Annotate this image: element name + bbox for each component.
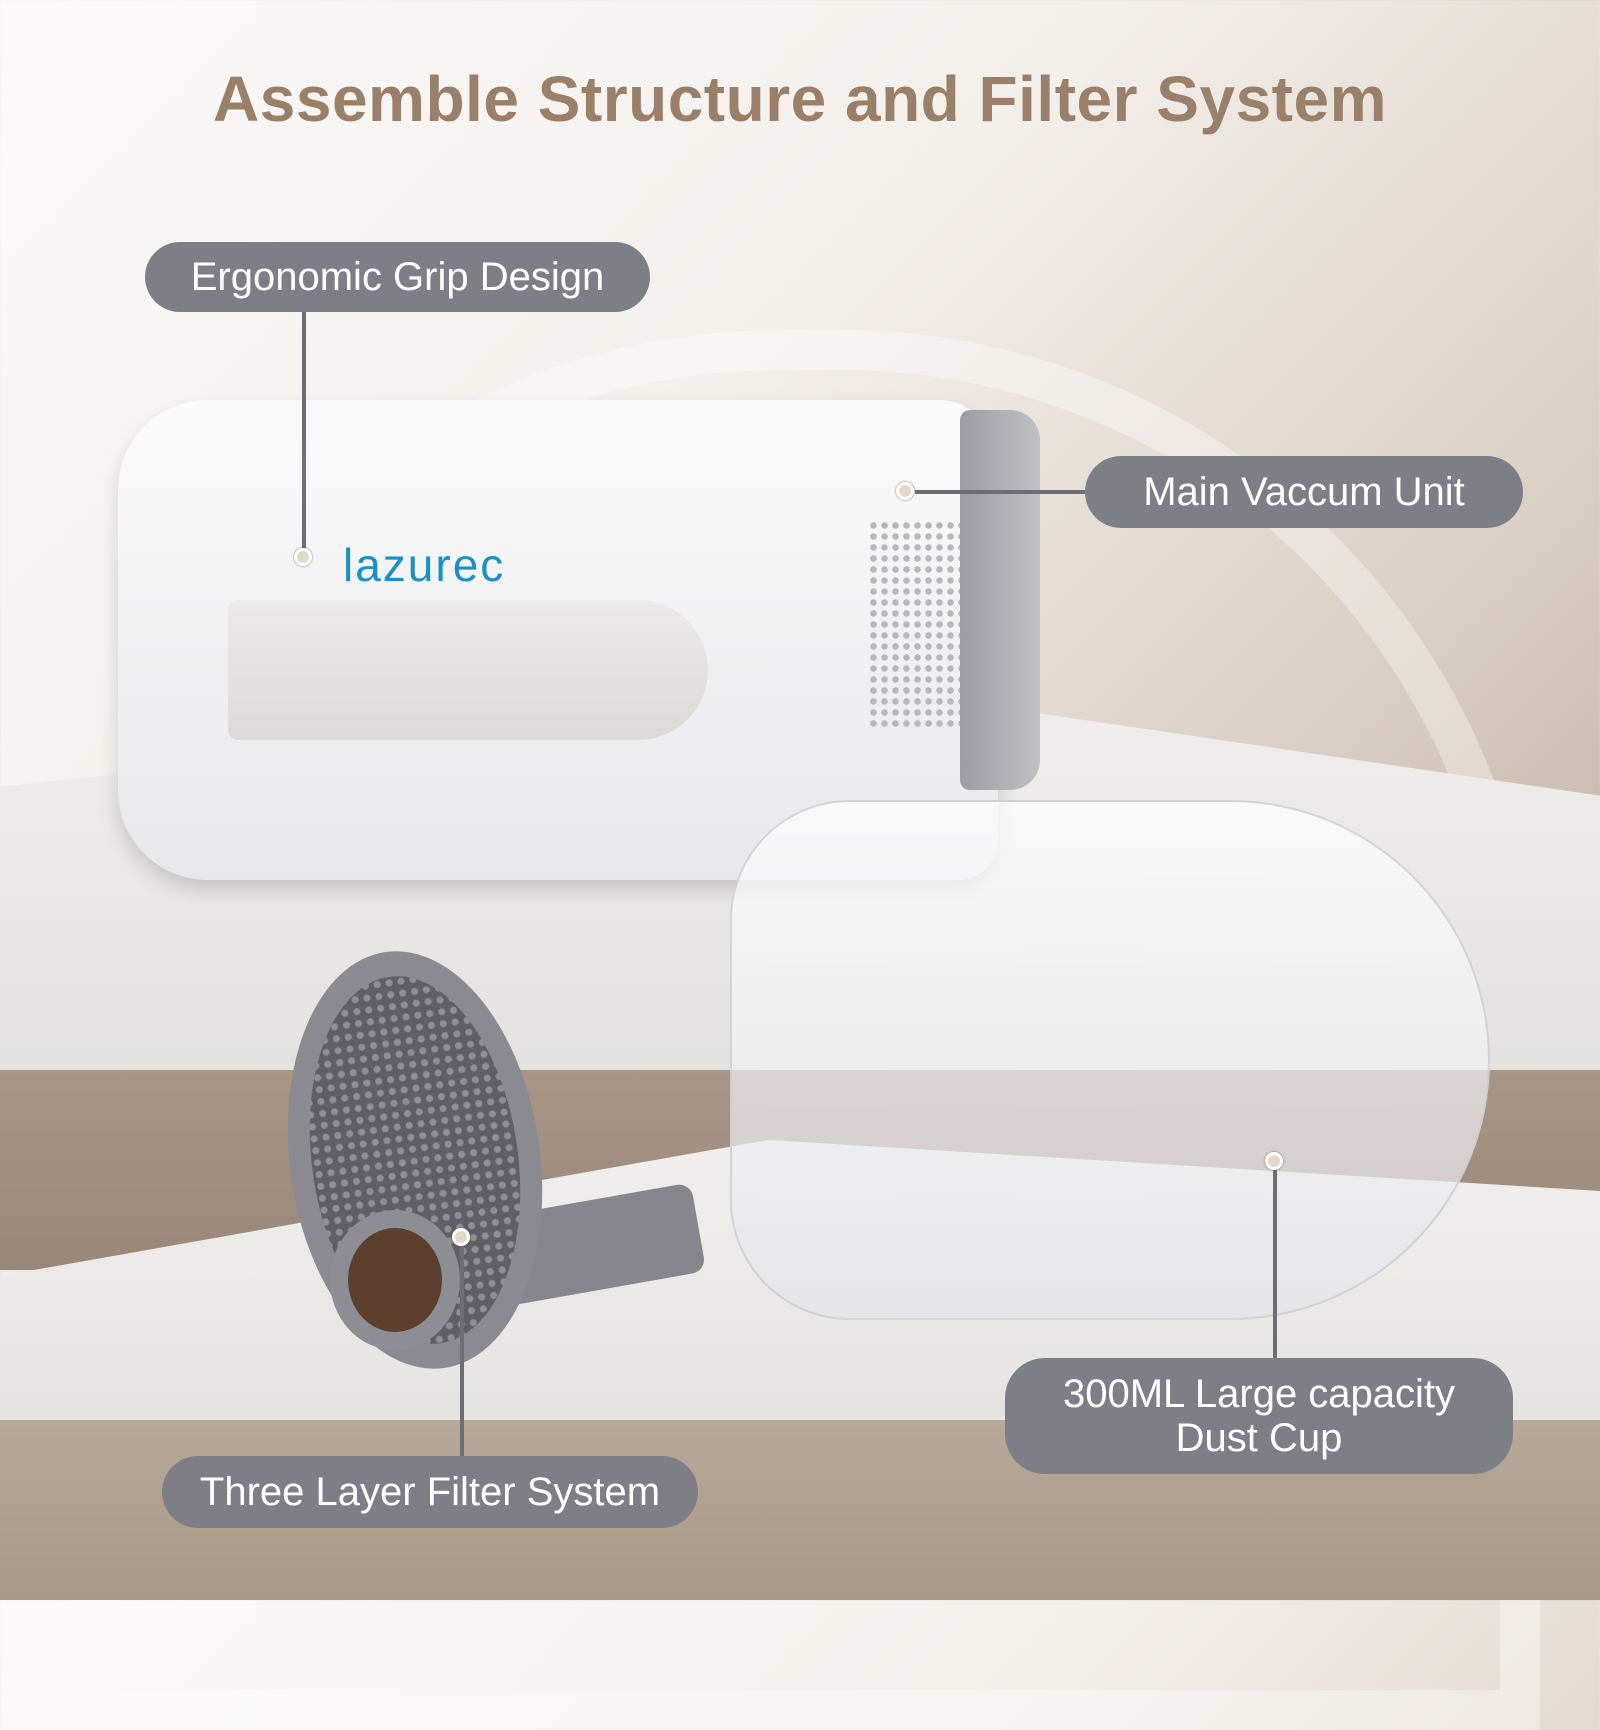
callout-dot-filter: [452, 1228, 470, 1246]
callout-line-dust-cup: [1273, 1168, 1277, 1358]
dust-cup: [730, 800, 1490, 1320]
handle-opening: [228, 600, 708, 740]
vent-grille: [868, 520, 968, 730]
callout-line-main-unit: [915, 490, 1085, 494]
label-filter: Three Layer Filter System: [162, 1456, 698, 1528]
label-main-unit: Main Vaccum Unit: [1085, 456, 1523, 528]
callout-line-filter: [460, 1245, 464, 1456]
vacuum-end-cap: [960, 410, 1040, 790]
callout-dot-grip: [294, 548, 312, 566]
label-dust-cup: 300ML Large capacity Dust Cup: [1005, 1358, 1513, 1474]
callout-dot-dust-cup: [1265, 1152, 1283, 1170]
callout-line-grip: [302, 312, 306, 552]
page-title: Assemble Structure and Filter System: [213, 63, 1387, 135]
callout-dot-main-unit: [896, 482, 914, 500]
filter-tube: [330, 1210, 460, 1350]
label-grip: Ergonomic Grip Design: [145, 242, 650, 312]
brand-logo: lazurec: [343, 539, 506, 591]
